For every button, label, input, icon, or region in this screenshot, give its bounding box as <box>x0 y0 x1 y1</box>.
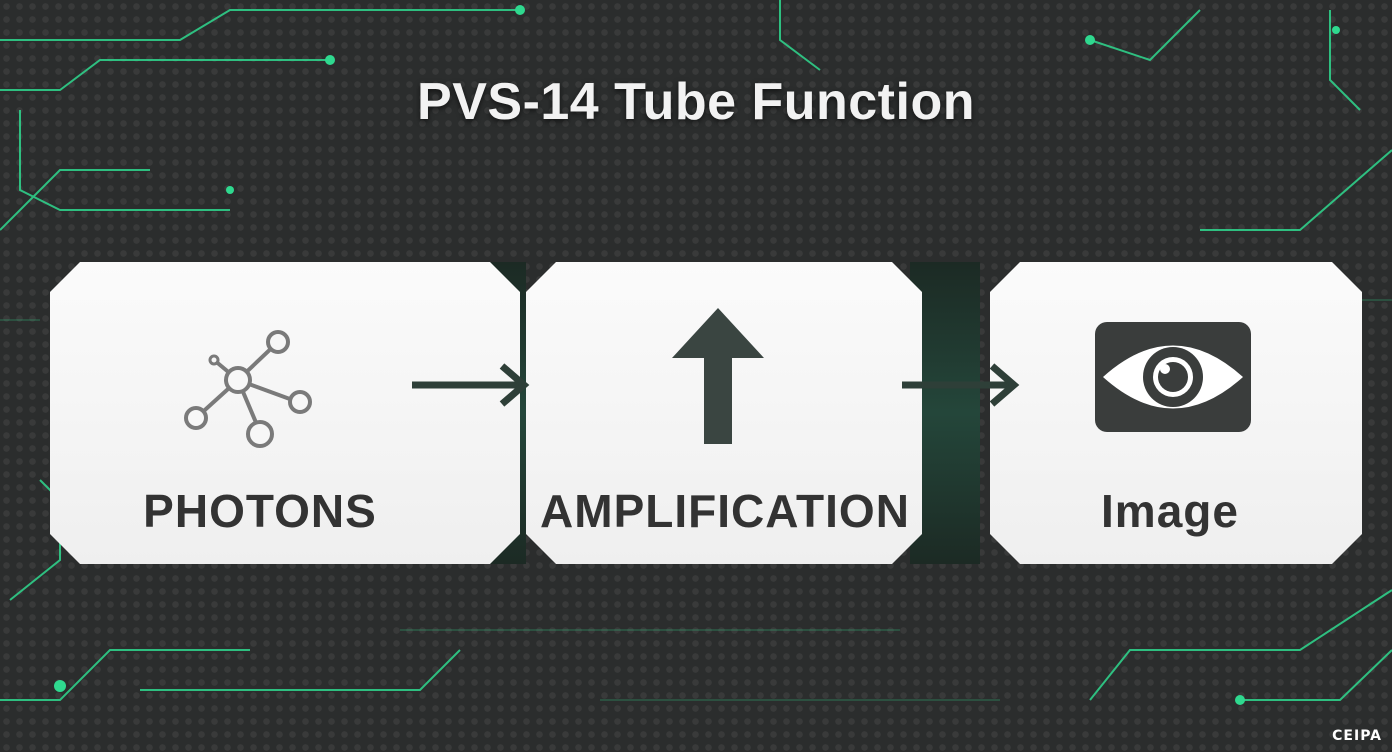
process-flow: PHOTONS AMPLIFICATION Image <box>40 262 1362 564</box>
step-label: PHOTONS <box>143 485 377 537</box>
step-panel-photons <box>50 262 520 564</box>
page-title: PVS-14 Tube Function <box>417 73 975 131</box>
eye-icon <box>1095 322 1251 432</box>
step-label: AMPLIFICATION <box>540 485 910 537</box>
molecule-icon <box>184 330 312 448</box>
right-arrow-icon <box>902 363 1020 407</box>
up-arrow-icon <box>672 308 764 444</box>
right-arrow-icon <box>412 363 530 407</box>
step-label: Image <box>1101 485 1239 537</box>
watermark-logo: CEIPA <box>1332 728 1382 744</box>
